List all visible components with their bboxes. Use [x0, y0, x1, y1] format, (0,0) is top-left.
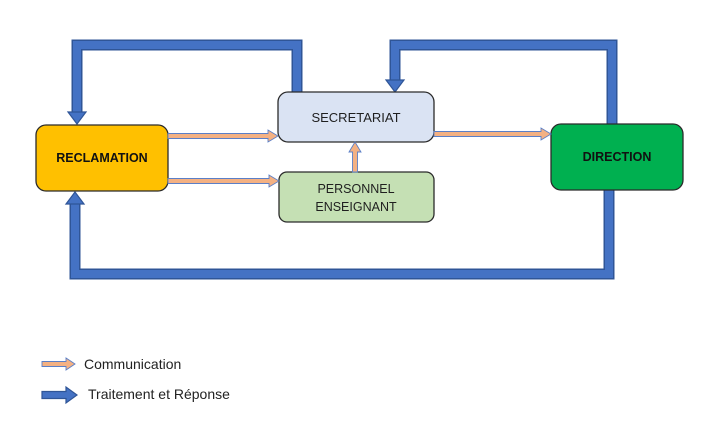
communication-arrow-personnel-to-secretariat: [348, 141, 362, 173]
node-direction-label: DIRECTION: [583, 150, 652, 164]
communication-arrow-reclamation-to-secretariat: [167, 129, 279, 143]
legend-traitement-arrow-icon: [41, 385, 79, 405]
legend-communication-label: Communication: [84, 356, 181, 372]
traitement-connector-direction-to-secretariat: [384, 39, 618, 124]
node-secretariat-label: SECRETARIAT: [311, 110, 400, 125]
communication-arrow-secretariat-to-direction: [433, 127, 552, 141]
node-personnel-enseignant: PERSONNEL ENSEIGNANT: [278, 171, 435, 223]
legend: Communication Traitement et Réponse: [41, 356, 230, 405]
node-secretariat: SECRETARIAT: [277, 91, 435, 143]
legend-item-communication: Communication: [41, 356, 181, 372]
legend-traitement-label: Traitement et Réponse: [88, 386, 230, 402]
legend-item-traitement: Traitement et Réponse: [41, 385, 230, 405]
node-reclamation-label: RECLAMATION: [56, 151, 147, 165]
node-direction: DIRECTION: [550, 123, 684, 191]
legend-communication-arrow-icon: [41, 357, 76, 371]
communication-arrow-reclamation-to-personnel: [167, 174, 280, 188]
traitement-connector-direction-to-reclamation: [64, 188, 615, 280]
node-personnel-label-line1: PERSONNEL: [317, 182, 394, 196]
node-personnel-label-line2: ENSEIGNANT: [315, 200, 397, 214]
node-reclamation: RECLAMATION: [35, 124, 169, 192]
traitement-connector-secretariat-to-reclamation: [66, 39, 303, 125]
